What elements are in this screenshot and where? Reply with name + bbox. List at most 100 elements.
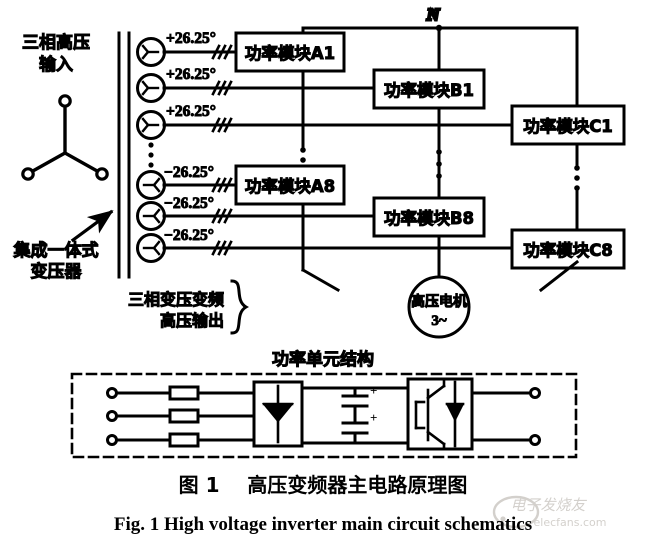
winding-ellipsis xyxy=(148,142,154,168)
winding-slashes-6 xyxy=(211,240,233,256)
power-module-a8-label: 功率模块A8 xyxy=(245,176,335,196)
winding-row-5: −26.25° xyxy=(136,195,376,231)
power-unit-title: 功率单元结构 xyxy=(272,349,374,370)
three-phase-wye-source xyxy=(21,94,109,181)
power-module-c8[interactable]: 功率模块C8 xyxy=(510,228,626,270)
inverter-box xyxy=(406,377,474,451)
winding-phase-5: −26.25° xyxy=(164,195,214,212)
power-module-c1-label: 功率模块C1 xyxy=(523,116,613,136)
winding-phase-6: −26.25° xyxy=(164,227,214,244)
power-unit-internals: + + xyxy=(106,377,541,451)
fuse-1 xyxy=(168,385,200,401)
capacitor-1-polarity: + xyxy=(370,383,377,398)
inverter-block xyxy=(406,377,474,451)
winding-row-4: −26.25° xyxy=(136,164,238,200)
power-module-b1[interactable]: 功率模块B1 xyxy=(372,68,486,110)
input-label-line1: 三相高压 xyxy=(22,32,90,53)
transformer-label-line2: 变压器 xyxy=(31,261,83,282)
wye-terminal-right xyxy=(95,167,109,181)
transformer-pointer-arrow xyxy=(70,209,114,243)
winding-slashes-2 xyxy=(211,80,233,96)
transformer-label-group: 集成一体式 变压器 xyxy=(12,209,114,283)
winding-phase-3: +26.25° xyxy=(166,103,216,120)
input-terminal-1 xyxy=(106,387,118,399)
watermark-text-en: elecfans.com xyxy=(534,516,607,529)
winding-row-1: +26.25° xyxy=(136,30,238,67)
motor-symbol: 高压电机 3~ xyxy=(407,275,471,339)
power-module-a8-box[interactable] xyxy=(234,164,346,206)
wye-glyph-5 xyxy=(142,208,161,224)
power-unit-outputs xyxy=(470,387,541,446)
wye-terminal-top xyxy=(58,94,72,108)
motor-name-label: 高压电机 xyxy=(411,293,467,310)
transformer-label-line1: 集成一体式 xyxy=(13,240,99,261)
wye-glyph-2 xyxy=(141,80,160,96)
input-terminal-2 xyxy=(106,410,118,422)
watermark-text-cn: 电子发烧友 xyxy=(510,496,587,514)
power-module-a1-label: 功率模块A1 xyxy=(245,43,335,63)
wye-glyph-6 xyxy=(142,240,161,256)
winding-slashes-1 xyxy=(211,44,233,60)
rectifier-block xyxy=(252,380,304,448)
winding-slashes-3 xyxy=(211,117,233,133)
fuse-3 xyxy=(168,432,200,448)
winding-phase-1: +26.25° xyxy=(166,30,216,47)
power-module-a1-box[interactable] xyxy=(234,31,346,73)
output-terminal-2 xyxy=(529,434,541,446)
neutral-label: N xyxy=(426,5,440,24)
output-brace xyxy=(230,279,249,335)
power-module-b1-label: 功率模块B1 xyxy=(384,80,474,100)
winding-slashes-5 xyxy=(211,208,233,224)
wye-glyph-3 xyxy=(141,117,160,133)
watermark-logo-icon xyxy=(492,495,540,529)
dc-link-capacitors: + + xyxy=(341,383,377,445)
motor-phase-label: 3~ xyxy=(431,313,447,329)
neutral-bus: N xyxy=(301,4,579,264)
motor-lead-c xyxy=(538,259,580,293)
diode-icon xyxy=(261,384,295,444)
input-terminal-3 xyxy=(106,434,118,446)
winding-phase-4: −26.25° xyxy=(164,164,214,181)
power-unit-inputs xyxy=(106,385,256,448)
motor-wiring xyxy=(300,259,580,293)
wye-terminal-left xyxy=(21,167,35,181)
column-c-ellipsis xyxy=(574,165,580,191)
wye-glyph-4 xyxy=(142,177,161,193)
power-module-c8-label: 功率模块C8 xyxy=(523,240,613,260)
power-unit-enclosure xyxy=(70,372,578,459)
figure-caption-cn: 图 1 高压变频器主电路原理图 xyxy=(179,473,468,497)
power-module-c1[interactable]: 功率模块C1 xyxy=(510,104,626,146)
winding-row-2: +26.25° xyxy=(136,66,376,103)
capacitor-2-polarity: + xyxy=(370,410,377,425)
watermark-logo-dot xyxy=(500,516,506,522)
power-module-b8-box[interactable] xyxy=(372,196,486,238)
power-module-b1-box[interactable] xyxy=(372,68,486,110)
winding-row-3: +26.25° xyxy=(136,103,514,140)
winding-row-6: −26.25° xyxy=(136,227,514,263)
motor-circle xyxy=(407,275,471,339)
neutral-junction-dot xyxy=(435,24,443,32)
output-terminal-1 xyxy=(529,387,541,399)
output-label-line1: 三相变压变频 xyxy=(128,290,224,309)
power-module-c1-box[interactable] xyxy=(510,104,626,146)
power-module-b8-label: 功率模块B8 xyxy=(384,208,474,228)
winding-phase-2: +26.25° xyxy=(166,66,216,83)
output-label-group: 三相变压变频 高压输出 xyxy=(127,279,249,335)
power-module-b8[interactable]: 功率模块B8 xyxy=(372,196,486,238)
watermark: 电子发烧友 elecfans.com xyxy=(492,495,607,529)
power-module-a1[interactable]: 功率模块A1 xyxy=(234,31,346,73)
wye-glyph-1 xyxy=(141,44,160,60)
input-label-line2: 输入 xyxy=(39,54,73,75)
figure-caption-en: Fig. 1 High voltage inverter main circui… xyxy=(114,514,532,535)
igbt-icon xyxy=(414,377,465,451)
motor-lead-a xyxy=(300,267,341,293)
fuse-2 xyxy=(168,408,200,424)
column-b-ellipsis xyxy=(436,149,442,179)
transformer-core xyxy=(117,31,131,279)
input-label-group: 三相高压 输入 xyxy=(22,32,91,76)
power-module-c8-box[interactable] xyxy=(510,228,626,270)
winding-slashes-4 xyxy=(211,177,233,193)
power-module-a8[interactable]: 功率模块A8 xyxy=(234,164,346,206)
